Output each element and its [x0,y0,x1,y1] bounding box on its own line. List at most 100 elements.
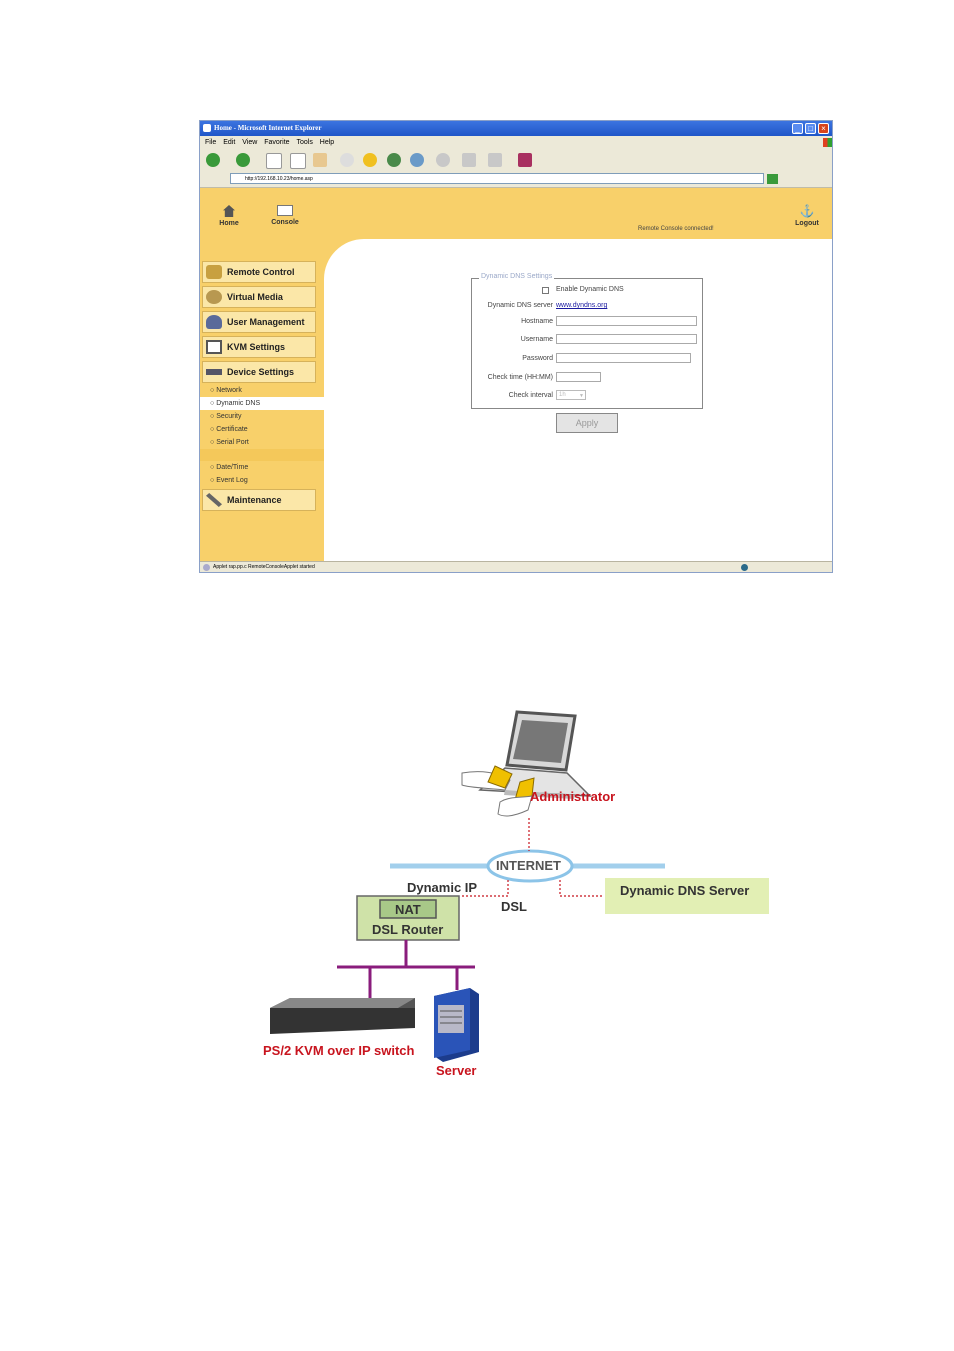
menu-file[interactable]: File [205,139,217,146]
bullet-icon: ○ [210,413,217,420]
mail-icon[interactable] [436,153,450,167]
menu-tools[interactable]: Tools [296,139,313,146]
kvm-label: PS/2 KVM over IP switch [263,1043,415,1058]
sidebar-sub-serial-port[interactable]: ○ Serial Port [200,436,324,449]
dsl-label: DSL [501,899,527,914]
remote-control-icon [206,265,222,279]
status-bar: Applet rap.pp.c RemoteConsoleApplet star… [200,561,832,572]
lan-bus [337,940,475,1000]
home-label: Home [219,220,239,227]
content-corner [324,239,364,279]
server-icon [434,988,479,1062]
refresh-icon[interactable] [290,153,306,169]
sidebar-sub-network[interactable]: ○ Network [200,384,324,397]
dotted-links [460,818,604,897]
toolbar [200,149,832,171]
logout-label: Logout [795,220,819,227]
sidebar-item-label: KVM Settings [227,342,286,352]
password-input[interactable] [556,353,691,363]
forward-icon[interactable] [236,153,250,167]
print-icon[interactable] [462,153,476,167]
nat-box [379,899,437,919]
home-button[interactable]: Home [214,205,244,227]
globe-icon [741,564,748,571]
address-input[interactable]: http://192.168.10.23/home.asp [230,173,764,184]
sidebar-sub-event-log[interactable]: ○ Event Log [200,474,324,487]
bullet-icon: ○ [210,387,217,394]
network-diagram [270,710,769,1062]
internet-label: INTERNET [496,858,561,873]
apply-button[interactable]: Apply [556,413,618,433]
menu-edit[interactable]: Edit [223,139,236,146]
username-label: Username [520,336,553,343]
sidebar-sub-dynamic-dns[interactable]: ○ Dynamic DNS [200,397,324,410]
enable-dns-checkbox[interactable] [542,287,549,294]
enable-dns-label: Enable Dynamic DNS [556,286,624,293]
check-interval-label: Check interval [508,392,553,399]
sidebar-divider [200,449,324,461]
users-icon [206,315,222,329]
edit-icon[interactable] [488,153,502,167]
media-icon[interactable] [387,153,401,167]
search-icon[interactable] [340,153,354,167]
dyndns-link[interactable]: www.dyndns.org [556,302,608,309]
sidebar-item-label: Remote Control [227,267,295,277]
content-area [324,239,832,561]
bullet-icon: ○ [210,477,217,484]
monitor-icon [206,340,222,354]
console-button[interactable]: Console [265,205,305,226]
sub-label: Date/Time [216,464,249,471]
menu-favorite[interactable]: Favorite [264,139,290,146]
username-input[interactable] [556,334,697,344]
check-interval-value: 1h [559,392,566,398]
status-icon [203,564,210,571]
menu-view[interactable]: View [242,139,258,146]
sidebar-item-virtual-media[interactable]: Virtual Media [202,286,316,308]
logout-button[interactable]: ⚓ Logout [790,205,824,227]
kvm-switch-icon [270,998,415,1034]
back-icon[interactable] [206,153,220,167]
bullet-icon: ○ [210,426,217,433]
ie-icon [203,124,211,132]
check-interval-select[interactable]: 1h ▼ [556,390,586,400]
title-bar: Home - Microsoft Internet Explorer _ □ × [200,121,832,136]
history-icon[interactable] [410,153,424,167]
check-time-input[interactable] [556,372,601,382]
minimize-icon[interactable]: _ [792,123,803,134]
console-icon [277,205,293,216]
sidebar-item-maintenance[interactable]: Maintenance [202,489,316,511]
sidebar-sub-certificate[interactable]: ○ Certificate [200,423,324,436]
house-icon [223,205,235,217]
app-top-bar: Home Console Remote Console connected! ⚓… [200,188,832,239]
sidebar-item-remote-control[interactable]: Remote Control [202,261,316,283]
sidebar-item-user-management[interactable]: User Management [202,311,316,333]
check-time-label: Check time (HH:MM) [487,374,553,381]
connection-status: Remote Console connected! [638,226,714,232]
home-icon[interactable] [313,153,327,167]
internet-line [390,849,665,883]
menu-help[interactable]: Help [319,139,335,146]
favorites-icon[interactable] [363,153,377,167]
bullet-icon: ○ [210,464,217,471]
sub-label: Serial Port [216,439,249,446]
tools-icon [206,493,222,507]
sidebar: Remote Control Virtual Media User Manage… [200,239,324,561]
sidebar-item-kvm-settings[interactable]: KVM Settings [202,336,316,358]
hostname-input[interactable] [556,316,697,326]
sidebar-sub-date-time[interactable]: ○ Date/Time [200,461,324,474]
messenger-icon[interactable] [518,153,532,167]
sidebar-item-label: Device Settings [227,367,295,377]
dns-server-box [605,878,769,914]
sidebar-item-device-settings[interactable]: Device Settings [202,361,316,383]
dns-server-label: Dynamic DNS server [487,302,553,309]
sidebar-sub-security[interactable]: ○ Security [200,410,324,423]
close-icon[interactable]: × [818,123,829,134]
hostname-label: Hostname [521,318,553,325]
go-icon[interactable] [767,174,778,184]
server-label: Server [436,1063,477,1078]
sidebar-item-label: User Management [227,317,305,327]
router-label: DSL Router [372,922,444,937]
stop-icon[interactable] [266,153,282,169]
maximize-icon[interactable]: □ [805,123,816,134]
dns-server-label: Dynamic DNS Server [620,883,750,898]
